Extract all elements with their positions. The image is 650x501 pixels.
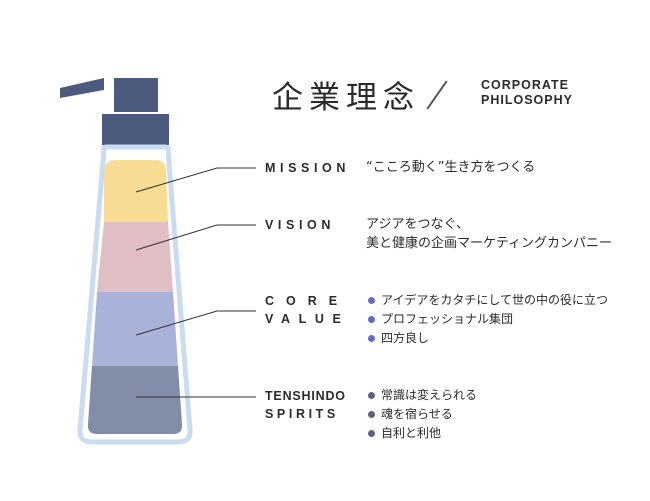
vision-text: アジアをつなぐ、 美と健康の企画マーケティングカンパニー [366,215,612,253]
bullet-icon [368,297,375,304]
mission-text: “こころ動く”生き方をつくる [366,160,536,175]
vision-label: VISION [265,218,335,232]
bullet-icon [368,430,375,437]
vision-text-line-2: 美と健康の企画マーケティングカンパニー [366,236,612,251]
spirits-list: 常識は変えられる 魂を宿らせる 自利と利他 [368,386,477,443]
bottle-cap [102,114,169,145]
leader-line-mission [135,167,256,193]
core-value-label: CORE VALUE [265,294,350,326]
vision-text-line-1: アジアをつなぐ、 [366,217,470,232]
pump-head [114,78,158,112]
leader-line-vision [135,224,256,251]
bullet-icon [368,316,375,323]
core-value-list: アイデアをカタチにして世の中の役に立つ プロフェッショナル集団 四方良し [368,291,608,348]
layer-vision [97,222,173,292]
bullet-icon [368,392,375,399]
layer-core-value [92,292,178,366]
page-subtitle: CORPORATE PHILOSOPHY [481,78,573,108]
list-item: 自利と利他 [368,424,477,443]
list-item: 四方良し [368,329,608,348]
list-item: プロフェッショナル集団 [368,310,608,329]
subtitle-line-2: PHILOSOPHY [481,93,573,107]
bullet-icon [368,335,375,342]
page-title: 企業理念 [272,80,420,116]
list-item: 常識は変えられる [368,386,477,405]
list-item: アイデアをカタチにして世の中の役に立つ [368,291,608,310]
leader-line-core-value [135,310,256,336]
mission-label: MISSION [265,161,350,175]
pump-nozzle [60,78,104,98]
bottle-outline [77,144,193,445]
layer-mission [104,160,168,222]
spirits-label: TENSHINDO SPIRITS [265,389,346,421]
subtitle-line-1: CORPORATE [481,78,569,92]
bullet-icon [368,411,375,418]
layer-spirits [87,366,183,434]
list-item: 魂を宿らせる [368,405,477,424]
